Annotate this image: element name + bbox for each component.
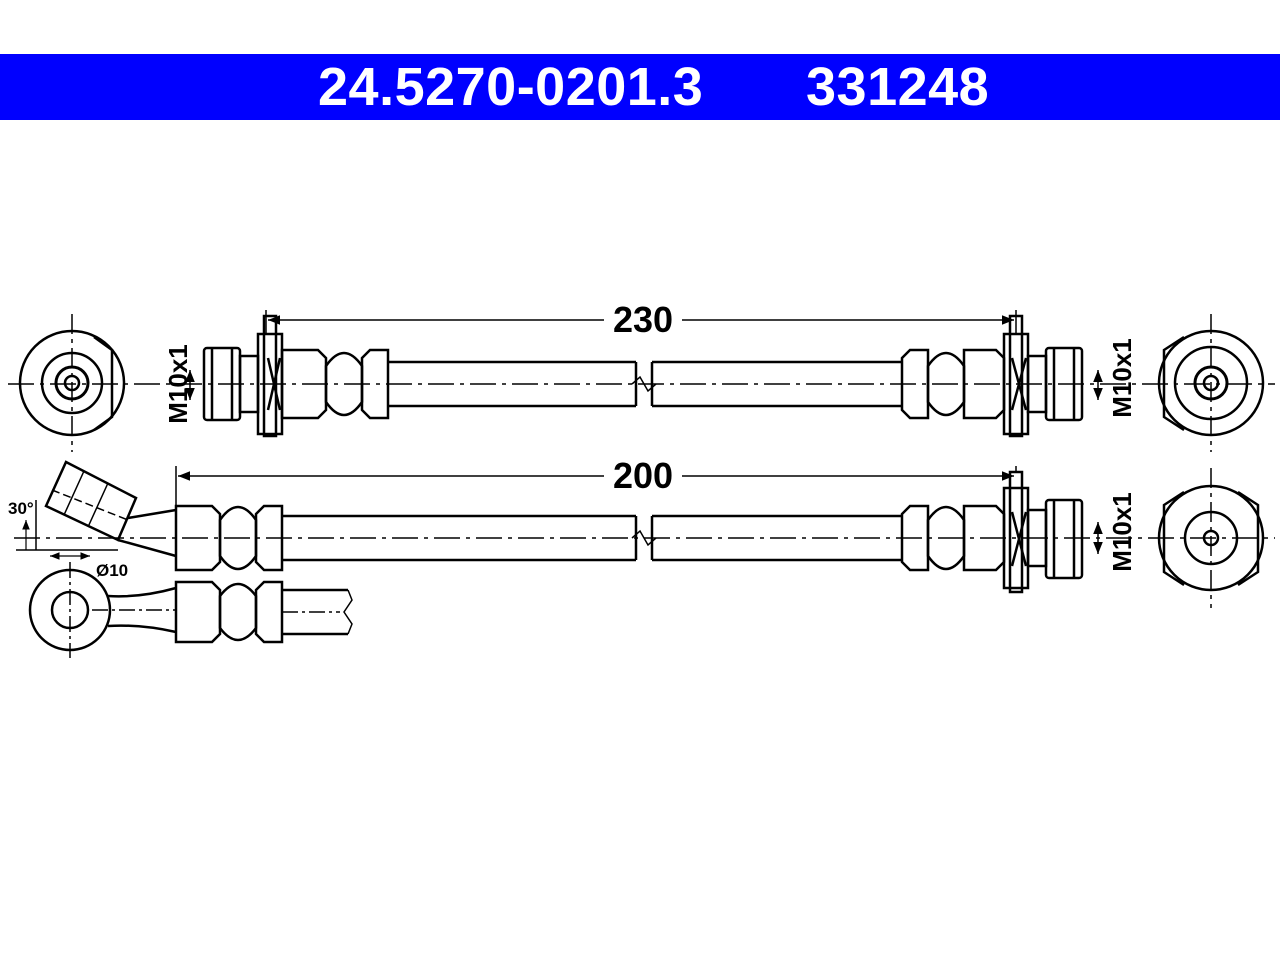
banjo-top-view bbox=[28, 562, 353, 658]
break-symbol-a bbox=[634, 362, 654, 406]
left-fitting-a bbox=[202, 314, 390, 438]
right-end-view-a bbox=[1157, 314, 1265, 452]
hose-a bbox=[8, 310, 1275, 452]
thread-right-b-label: M10x1 bbox=[1107, 492, 1137, 572]
diameter-label: Ø10 bbox=[96, 561, 128, 580]
right-fitting-a bbox=[900, 314, 1084, 438]
hose-b-length-label: 200 bbox=[613, 455, 673, 496]
right-fitting-b bbox=[900, 470, 1084, 594]
thread-left-a-label: M10x1 bbox=[163, 344, 193, 424]
right-end-view-b bbox=[1157, 468, 1265, 608]
angled-banjo-fitting bbox=[16, 460, 177, 560]
break-symbol-b bbox=[634, 516, 654, 560]
hose-a-length-label: 230 bbox=[613, 299, 673, 340]
thread-right-a-label: M10x1 bbox=[1107, 338, 1137, 418]
left-end-view-a bbox=[18, 314, 126, 452]
header-banner: 24.5270-0201.3 331248 bbox=[0, 54, 1280, 120]
reference-number: 331248 bbox=[806, 57, 990, 117]
left-ferrule-b bbox=[174, 504, 284, 572]
part-number: 24.5270-0201.3 bbox=[318, 57, 704, 117]
angle-label: 30° bbox=[8, 499, 34, 518]
hose-b bbox=[14, 460, 1275, 608]
